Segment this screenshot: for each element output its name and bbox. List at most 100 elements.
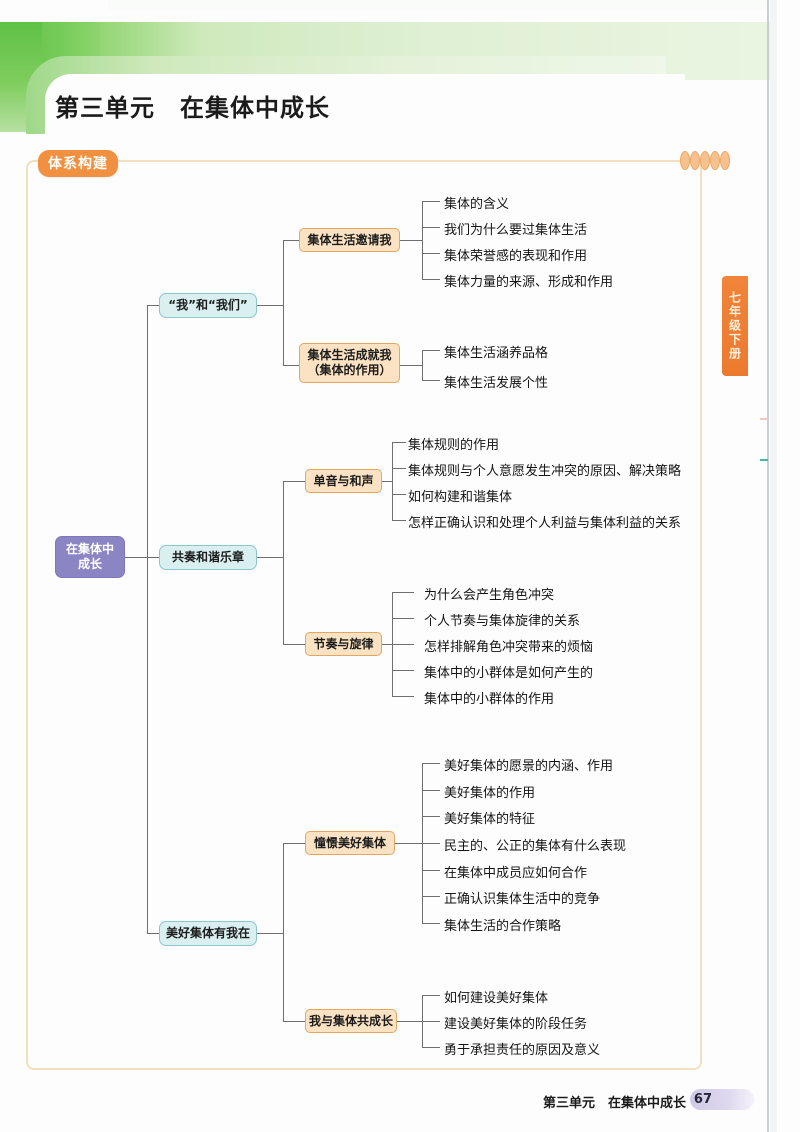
connector xyxy=(397,1021,422,1022)
mindmap-root-node[interactable]: 在集体中 成长 xyxy=(55,536,125,578)
topic-1-2-label-line1: 集体生活成就我 xyxy=(307,348,392,362)
topic-1-1-label: 集体生活邀请我 xyxy=(307,232,392,247)
leaf-item: 美好集体的特征 xyxy=(444,812,536,827)
connector xyxy=(422,279,440,280)
connector xyxy=(257,933,283,934)
root-label-line1: 在集体中 xyxy=(65,542,114,556)
leaf-item: 集体力量的来源、形成和作用 xyxy=(444,275,614,290)
mindmap-topic-node-1-1[interactable]: 集体生活邀请我 xyxy=(299,228,400,252)
connector xyxy=(283,240,299,241)
mindmap-branch-node-3[interactable]: 美好集体有我在 xyxy=(159,921,257,946)
leaf-item: 集体规则与个人意愿发生冲突的原因、解决策略 xyxy=(408,464,682,479)
connector xyxy=(400,365,422,366)
header-top-strip xyxy=(108,0,768,10)
leaf-item: 个人节奏与集体旋律的关系 xyxy=(424,614,581,629)
connector xyxy=(147,305,159,306)
leaf-item: 美好集体的愿景的内涵、作用 xyxy=(444,759,614,774)
mindmap-topic-node-1-2[interactable]: 集体生活成就我 （集体的作用） xyxy=(299,343,400,383)
connector xyxy=(392,670,414,671)
leaf-item: 勇于承担责任的原因及意义 xyxy=(444,1043,601,1058)
leaf-item: 民主的、公正的集体有什么表现 xyxy=(444,839,627,854)
leaf-item: 在集体中成员应如何合作 xyxy=(444,866,588,881)
page-footer: 第三单元 在集体中成长 67 xyxy=(0,1089,768,1122)
leaf-item: 集体生活的合作策略 xyxy=(444,919,562,934)
connector xyxy=(422,201,423,279)
connector xyxy=(147,557,159,558)
connector xyxy=(382,481,392,482)
topic-1-2-label-line2: （集体的作用） xyxy=(307,363,392,377)
leaf-item: 为什么会产生角色冲突 xyxy=(424,588,555,603)
page-header-decoration xyxy=(0,0,800,140)
leaf-item: 集体中的小群体的作用 xyxy=(424,692,555,707)
connector xyxy=(422,843,440,844)
mindmap-topic-node-3-1[interactable]: 憧憬美好集体 xyxy=(305,831,395,855)
connector xyxy=(257,305,283,306)
header-white-inset xyxy=(45,74,685,140)
connector xyxy=(283,1021,305,1022)
connector xyxy=(147,557,148,933)
topic-3-2-label: 我与集体共成长 xyxy=(308,1013,393,1028)
connector xyxy=(147,933,159,934)
abacus-beads-decoration xyxy=(680,151,740,170)
leaf-item: 集体荣誉感的表现和作用 xyxy=(444,249,588,264)
leaf-item: 如何建设美好集体 xyxy=(444,991,549,1006)
leaf-item: 美好集体的作用 xyxy=(444,786,536,801)
connector xyxy=(422,253,440,254)
grade-side-tab-label: 七年级下册 xyxy=(727,291,742,361)
connector xyxy=(422,870,440,871)
connector xyxy=(283,644,305,645)
footer-text: 第三单元 在集体中成长 xyxy=(542,1096,686,1111)
connector xyxy=(125,557,147,558)
edge-tick-teal xyxy=(760,459,768,461)
connector xyxy=(283,240,284,365)
mindmap-topic-node-2-1[interactable]: 单音与和声 xyxy=(305,469,382,493)
topic-2-1-label: 单音与和声 xyxy=(313,473,374,488)
branch-1-label: “我”和“我们” xyxy=(168,298,248,312)
page-number: 67 xyxy=(693,1092,712,1107)
leaf-item: 集体中的小群体是如何产生的 xyxy=(424,666,594,681)
leaf-item: 正确认识集体生活中的竞争 xyxy=(444,892,601,907)
connector xyxy=(400,240,422,241)
branch-3-label: 美好集体有我在 xyxy=(165,926,250,940)
connector xyxy=(147,305,148,557)
leaf-item: 怎样排解角色冲突带来的烦恼 xyxy=(424,640,594,655)
connector xyxy=(392,442,406,443)
page-number-badge xyxy=(690,1089,754,1110)
leaf-item: 集体生活发展个性 xyxy=(444,376,549,391)
connector xyxy=(422,1021,440,1022)
page-edge-shadow xyxy=(770,0,777,1132)
connector xyxy=(422,790,440,791)
leaf-item: 怎样正确认识和处理个人利益与集体利益的关系 xyxy=(408,516,682,531)
edge-tick-red xyxy=(760,418,768,420)
connector xyxy=(392,696,414,697)
connector xyxy=(392,442,393,520)
grade-side-tab: 七年级下册 xyxy=(722,276,748,376)
connector xyxy=(422,201,440,202)
connector xyxy=(382,644,392,645)
connector xyxy=(392,520,406,521)
connector xyxy=(422,896,440,897)
leaf-item: 集体的含义 xyxy=(444,197,510,212)
connector xyxy=(422,350,423,380)
connector xyxy=(395,843,422,844)
mindmap-topic-node-3-2[interactable]: 我与集体共成长 xyxy=(305,1009,397,1033)
page-edge-line xyxy=(767,0,769,1132)
connector xyxy=(283,843,305,844)
mindmap-branch-node-2[interactable]: 共奏和谐乐章 xyxy=(159,545,257,570)
mindmap-topic-node-2-2[interactable]: 节奏与旋律 xyxy=(305,632,382,656)
section-badge: 体系构建 xyxy=(38,150,118,177)
topic-3-1-label: 憧憬美好集体 xyxy=(313,835,386,850)
connector xyxy=(257,557,283,558)
connector xyxy=(283,843,284,1021)
connector xyxy=(392,468,406,469)
leaf-item: 建设美好集体的阶段任务 xyxy=(444,1017,588,1032)
connector xyxy=(422,763,440,764)
connector xyxy=(392,592,414,593)
connector xyxy=(283,481,284,644)
content-frame xyxy=(26,160,702,1070)
connector xyxy=(422,923,440,924)
mindmap-branch-node-1[interactable]: “我”和“我们” xyxy=(159,293,257,318)
connector xyxy=(422,380,440,381)
connector xyxy=(283,481,305,482)
